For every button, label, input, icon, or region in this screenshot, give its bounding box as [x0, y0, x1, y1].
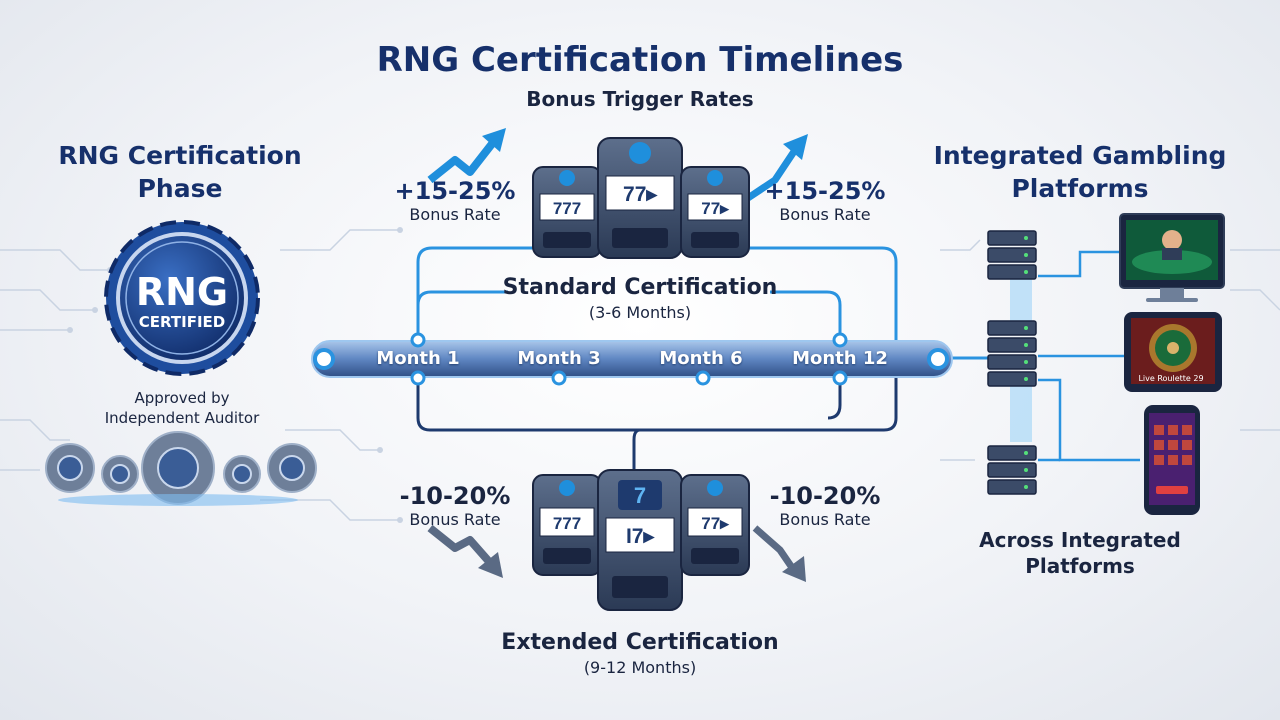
right-title-line1: Integrated Gambling	[933, 141, 1227, 170]
standard-inner-loop	[416, 290, 842, 340]
slot-machine-icon: 77▸	[680, 166, 750, 258]
gear-icon	[104, 220, 260, 376]
standard-left-rate: Bonus Rate	[409, 205, 501, 224]
right-panel-title: Integrated Gambling Platforms	[920, 139, 1240, 205]
standard-right-rate: Bonus Rate	[779, 205, 871, 224]
svg-text:777: 777	[553, 514, 581, 533]
badge-sub-text: CERTIFIED	[138, 313, 226, 331]
page-subtitle: Bonus Trigger Rates	[526, 87, 754, 111]
milestone-node	[695, 370, 711, 386]
page-title: RNG Certification Timelines	[376, 40, 904, 80]
platforms-caption-line1: Across Integrated	[979, 528, 1181, 552]
phone-icon	[1144, 405, 1200, 515]
extended-cert-duration: (9-12 Months)	[583, 658, 697, 677]
left-title-line2: Phase	[137, 174, 223, 203]
extended-right-pct: -10-20%	[769, 482, 881, 510]
server-rack-icon	[987, 445, 1037, 495]
tablet-icon	[1124, 312, 1222, 392]
trend-up-arrow-icon	[427, 128, 506, 184]
tablet-caption: Live Roulette 29	[1138, 374, 1204, 383]
svg-text:7: 7	[634, 483, 646, 508]
svg-text:77▸: 77▸	[623, 183, 658, 206]
standard-cert-name: Standard Certification	[502, 275, 778, 300]
slot-machine-icon: 77▸	[597, 137, 683, 259]
timeline-month-label: Month 1	[376, 348, 460, 369]
extended-left-pct: -10-20%	[399, 482, 511, 510]
trend-down-arrow-icon	[427, 524, 503, 578]
trend-down-arrow-icon	[752, 525, 806, 582]
timeline-month-label: Month 12	[792, 348, 888, 369]
right-title-line2: Platforms	[1011, 174, 1149, 203]
svg-text:77▸: 77▸	[701, 514, 730, 533]
extended-cert-name: Extended Certification	[501, 630, 779, 655]
svg-text:777: 777	[553, 199, 581, 218]
timeline-month-label: Month 3	[517, 348, 601, 369]
server-rack-icon	[987, 230, 1037, 280]
auditor-line2: Independent Auditor	[104, 409, 260, 427]
extended-connector	[632, 428, 641, 470]
svg-text:I7▸: I7▸	[626, 525, 656, 548]
extended-inner-loop	[827, 378, 842, 420]
extended-right-rate: Bonus Rate	[779, 510, 871, 529]
slot-machine-icon: 777	[532, 166, 602, 258]
badge-main-text: RNG	[135, 270, 229, 314]
milestone-node	[832, 370, 848, 386]
standard-cert-duration: (3-6 Months)	[588, 303, 692, 322]
trend-up-arrow-icon	[743, 134, 808, 203]
platforms-caption-line2: Platforms	[1025, 554, 1135, 578]
slot-machine-icon: 7 I7▸	[597, 469, 683, 611]
slot-machine-icon: 77▸	[680, 474, 750, 576]
extended-loop	[416, 375, 898, 432]
timeline-endpoint	[313, 348, 335, 370]
server-rack-icon	[987, 320, 1037, 387]
left-title-line1: RNG Certification	[58, 141, 302, 170]
milestone-node	[551, 370, 567, 386]
monitor-icon	[1119, 213, 1225, 302]
milestone-node	[832, 332, 848, 348]
milestone-node	[410, 332, 426, 348]
extended-left-rate: Bonus Rate	[409, 510, 501, 529]
standard-left-pct: +15-25%	[394, 177, 516, 205]
timeline-endpoint	[927, 348, 949, 370]
svg-text:77▸: 77▸	[701, 199, 730, 218]
timeline-month-label: Month 6	[659, 348, 743, 369]
milestone-node	[410, 370, 426, 386]
standard-right-pct: +15-25%	[764, 177, 886, 205]
left-panel-title: RNG Certification Phase	[30, 139, 330, 205]
auditor-line1: Approved by	[134, 389, 230, 407]
